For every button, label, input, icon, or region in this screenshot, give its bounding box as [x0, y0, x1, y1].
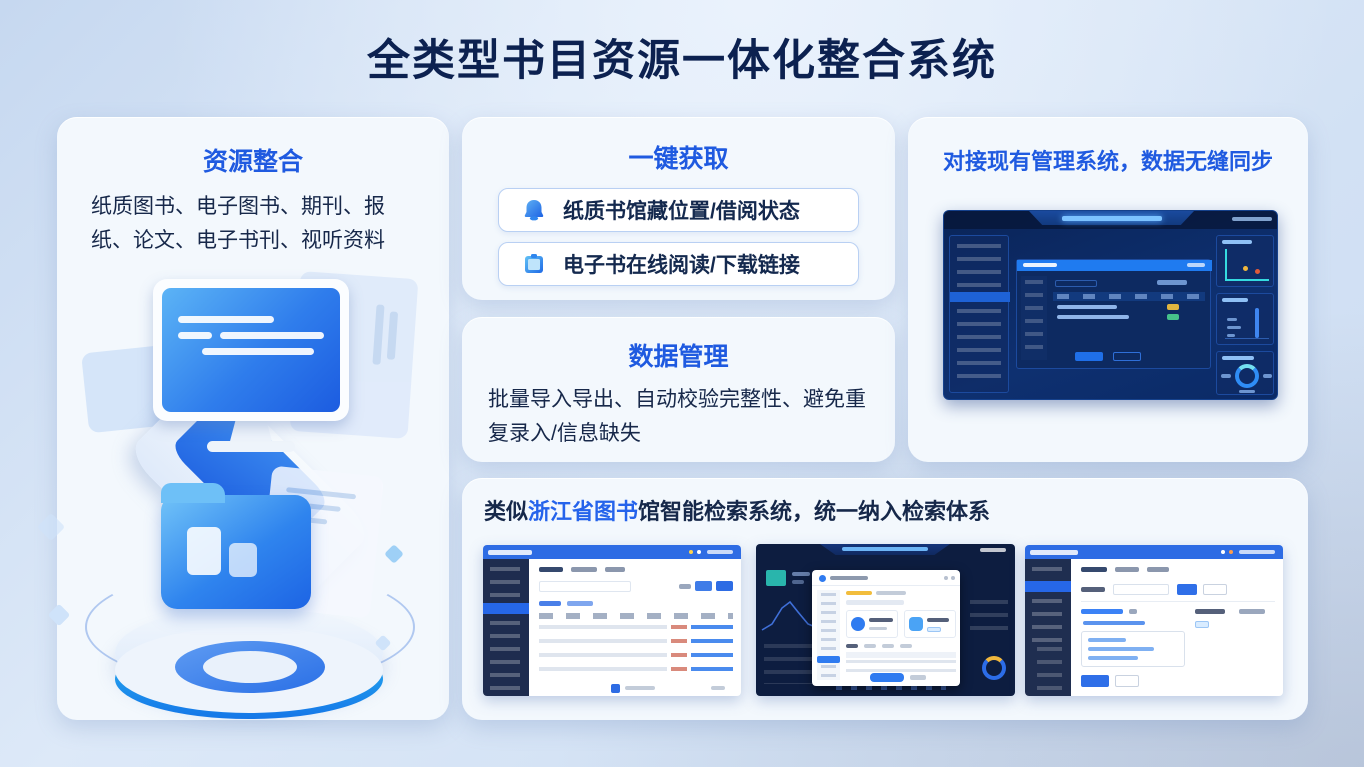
paper-book-status-label: 纸质书馆藏位置/借阅状态	[563, 200, 800, 223]
mini-line-chart	[761, 600, 819, 631]
resource-card-body: 纸质图书、电子图书、期刊、报纸、论文、电子书刊、视听资料	[91, 195, 385, 253]
page-title: 全类型书目资源一体化整合系统	[367, 37, 997, 85]
ebook-link-label: 电子书在线阅读/下载链接	[563, 254, 800, 277]
data-mgmt-title: 数据管理	[628, 343, 729, 371]
ebook-icon	[525, 254, 543, 273]
card-one-click: 一键获取 纸质书馆藏位置/借阅状态 电子书在线阅读/下载链接	[462, 117, 895, 300]
search-title-suffix: 馆智能检索系统，统一纳入检索体系	[638, 499, 991, 524]
card-data-management: 数据管理 批量导入导出、自动校验完整性、避免重复录入/信息缺失	[462, 317, 895, 462]
data-mgmt-body: 批量导入导出、自动校验完整性、避免重复录入/信息缺失	[488, 388, 866, 446]
folder-illustration	[36, 465, 449, 719]
search-title-prefix: 类似	[484, 499, 529, 524]
search-card-title: 类似浙江省图书馆智能检索系统，统一纳入检索体系	[484, 494, 990, 526]
one-click-title: 一键获取	[628, 145, 729, 173]
dark-dashboard-screenshot	[943, 210, 1278, 400]
card-resource-integration: 资源整合 纸质图书、电子图书、期刊、报纸、论文、电子书刊、视听资料	[36, 117, 449, 720]
library-admin-table-screenshot	[483, 545, 741, 696]
resource-card-title: 资源整合	[202, 148, 303, 176]
monitor-illustration	[57, 257, 449, 616]
sync-title: 对接现有管理系统，数据无缝同步	[942, 149, 1273, 174]
bell-icon	[524, 200, 544, 221]
card-search-system: 类似浙江省图书馆智能检索系统，统一纳入检索体系	[462, 478, 1308, 720]
paper-book-status-button[interactable]: 纸质书馆藏位置/借阅状态	[498, 188, 859, 232]
ebook-link-button[interactable]: 电子书在线阅读/下载链接	[498, 242, 859, 286]
dark-dashboard-modal-screenshot	[756, 544, 1015, 696]
search-title-highlight: 浙江省图书	[528, 499, 639, 524]
card-system-sync: 对接现有管理系统，数据无缝同步	[908, 117, 1308, 462]
library-admin-form-screenshot	[1025, 545, 1283, 696]
